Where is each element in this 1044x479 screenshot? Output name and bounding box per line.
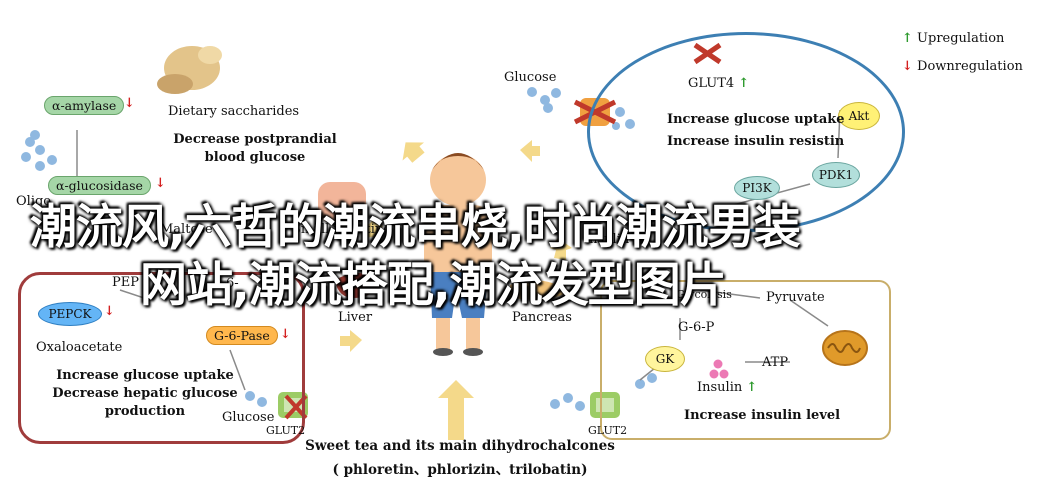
muscle-effect-line2: Increase insulin resistin (667, 134, 845, 149)
footer-title: Sweet tea and its main dihydrochalcones (305, 438, 615, 454)
liver-effect-line3: production (104, 404, 186, 419)
alpha-amylase-badge: α-amylase (44, 96, 125, 115)
up-arrow-icon: ↑ (902, 31, 913, 46)
pdk1-label: PDK1 (818, 168, 854, 182)
glut4-up-icon: ↑ (738, 76, 750, 91)
alpha-amylase-label: α-amylase (52, 98, 117, 113)
pepck-badge: PEPCK (38, 302, 102, 326)
liver-effect-line1: Increase glucose uptake (56, 368, 234, 383)
g6p-partial-label: 6- (226, 276, 239, 291)
pancreas-image (510, 280, 570, 300)
g6pase-label: G-6-Pase (214, 328, 270, 343)
intestine-effect-line1: Decrease postprandial (173, 132, 337, 147)
intestine-effect-line2: blood glucose (204, 150, 306, 165)
footer-subtitle: ( phloretin、phlorizin、trilobatin) (332, 462, 588, 478)
liver-image (335, 273, 380, 298)
liver-effect-line2: Decrease hepatic glucose (52, 386, 238, 401)
akt-label: Akt (848, 109, 870, 123)
pdk1-badge: PDK1 (812, 162, 860, 188)
gk-badge: GK (645, 346, 685, 372)
alpha-glucosidase-badge: α-glucosidase (48, 176, 151, 195)
overlay-title-line2: 网站,潮流搭配,潮流发型图片 (140, 258, 727, 313)
pyruvate-label: Pyruvate (766, 290, 825, 305)
alpha-glucosidase-down-icon: ↓ (155, 176, 166, 191)
glucose-dots-intestine (21, 130, 57, 171)
g6pase-down-icon: ↓ (280, 327, 291, 342)
person-figure (424, 153, 492, 356)
alpha-glucosidase-label: α-glucosidase (56, 178, 143, 193)
muscle-effect-line1: Increase glucose uptake (667, 112, 845, 127)
glycolysis-label: Glycolysis (676, 288, 732, 301)
muscle-insulin-label: Insulin (584, 232, 630, 247)
insulin-dots (709, 359, 729, 379)
g6pase-badge: G-6-Pase (206, 326, 278, 345)
insulin-up-icon: ↑ (746, 380, 758, 395)
liver-glucose-label: Glucose (222, 410, 275, 425)
oligo-label: Oligo (16, 194, 52, 209)
intestine-image (318, 182, 366, 222)
dietary-saccharides-label: Dietary saccharides (168, 104, 300, 119)
mitochondrion-icon (822, 330, 868, 366)
pepck-label: PEPCK (48, 307, 92, 321)
akt-badge: Akt (838, 102, 880, 130)
glucose-dots-liver (245, 373, 657, 411)
maltose-label: Maltose (160, 222, 213, 237)
pancreas-glut2-label: GLUT2 (588, 424, 628, 437)
flow-arrows (340, 140, 572, 440)
overlay-title-line1: 潮流风,六哲的潮流串烧,时尚潮流男装 (30, 200, 801, 255)
glut4-label-group: GLUT4 ↑ (688, 76, 749, 91)
small-intestine-label: Small intestine (292, 222, 391, 237)
legend-upregulation: ↑ Upregulation (902, 31, 1004, 46)
liver-region-box (18, 272, 305, 444)
pi3k-label: PI3K (742, 181, 772, 195)
oxaloacetate-label: Oxaloacetate (36, 340, 123, 355)
legend-downregulation: ↓ Downregulation (902, 59, 1023, 74)
pancreas-insulin-label: Insulin (697, 380, 743, 395)
pepck-down-icon: ↓ (104, 304, 115, 319)
alpha-amylase-down-icon: ↓ (124, 96, 135, 111)
pancreas-effect-label: Increase insulin level (684, 408, 841, 423)
dietary-saccharides-image (157, 46, 222, 94)
pancreas-insulin-group: Insulin ↑ (697, 380, 757, 395)
pep-label: PEP (112, 275, 139, 290)
glut4-label: GLUT4 (688, 76, 735, 91)
gk-label: GK (655, 352, 675, 366)
legend-downregulation-label: Downregulation (917, 59, 1023, 74)
legend-upregulation-label: Upregulation (917, 31, 1005, 46)
liver-glut2-label: GLUT2 (266, 424, 306, 437)
pancreas-organ-label: Pancreas (512, 310, 572, 325)
liver-organ-label: Liver (338, 310, 373, 325)
g6p-label: G-6-P (678, 320, 715, 335)
pi3k-badge: PI3K (734, 176, 780, 200)
muscle-region-ellipse (587, 32, 905, 232)
muscle-glucose-label: Glucose (504, 70, 557, 85)
pancreas-region-box (600, 280, 891, 440)
atp-label: ATP (762, 355, 789, 370)
down-arrow-icon: ↓ (902, 59, 913, 74)
